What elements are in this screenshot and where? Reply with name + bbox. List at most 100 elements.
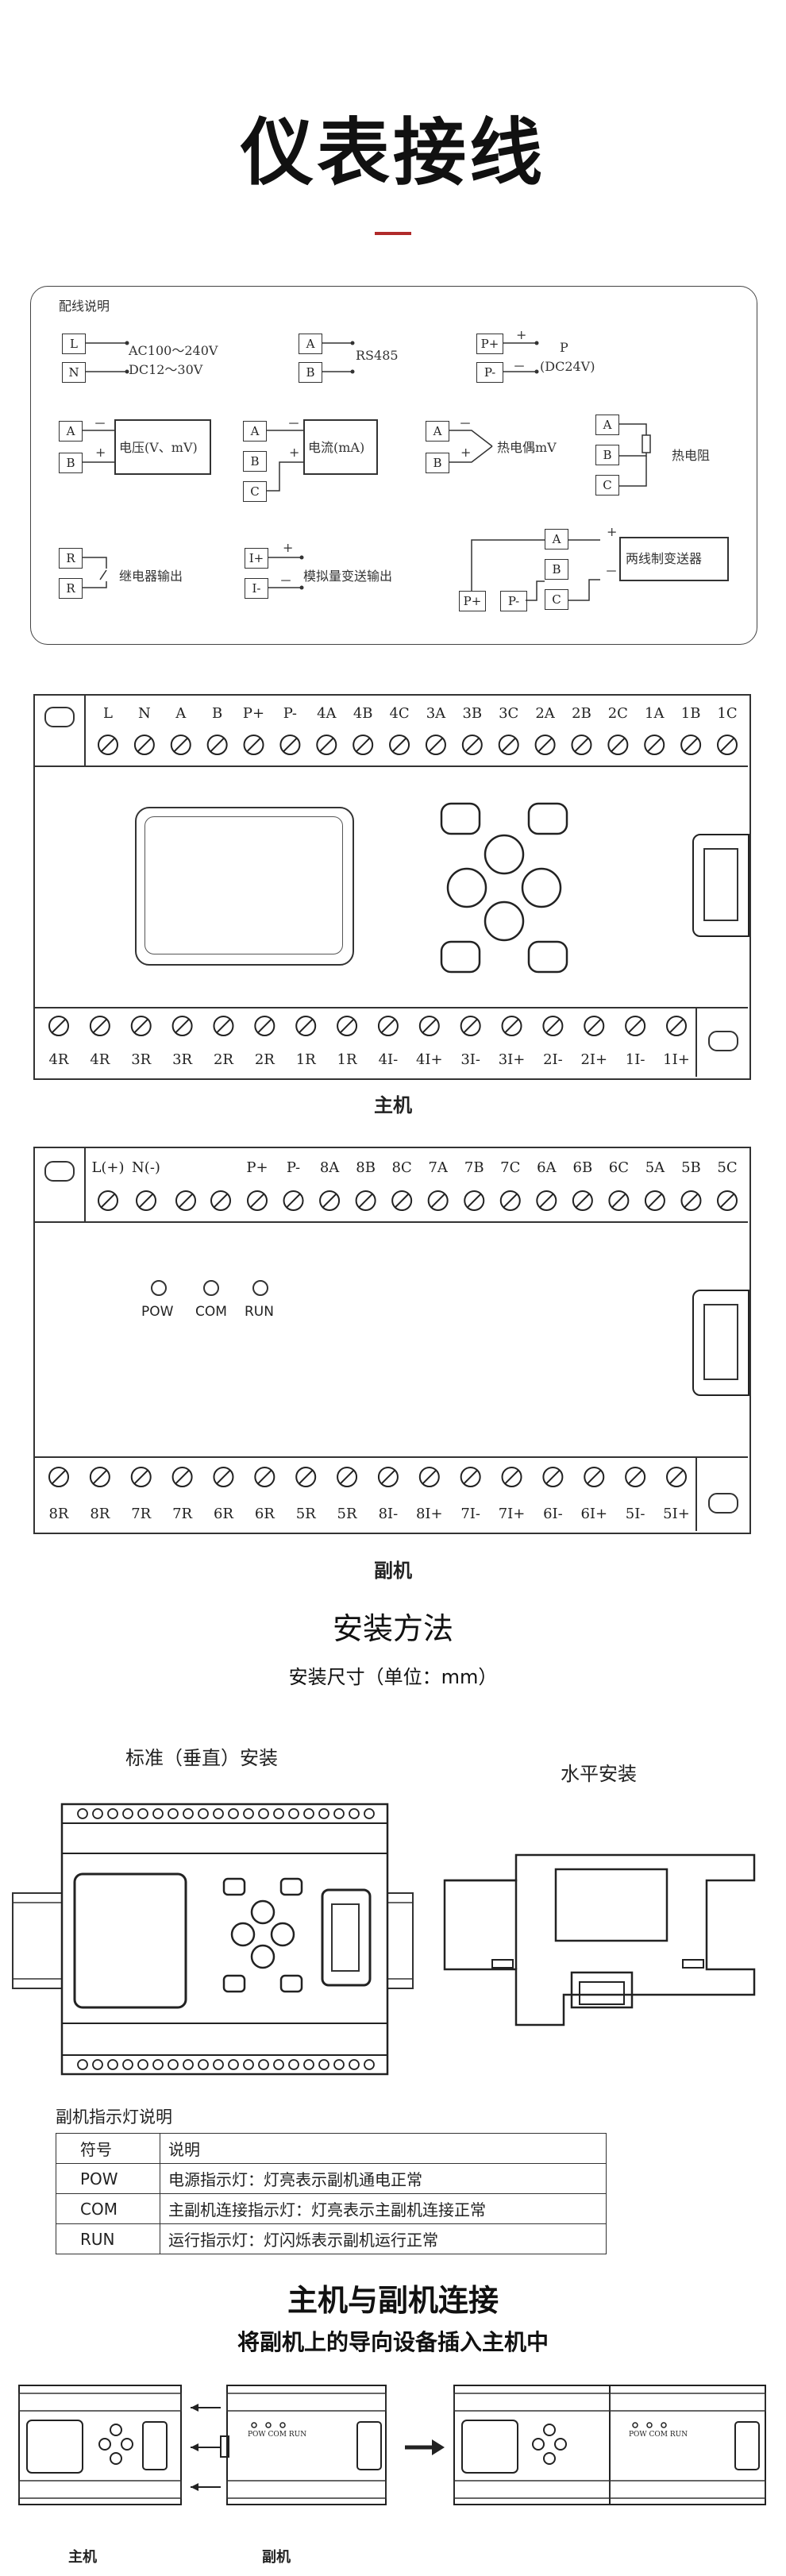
main-connector-slot: [703, 848, 738, 921]
rtd-terminal-a: A: [595, 415, 619, 435]
screw-terminal-icon: [644, 735, 665, 755]
terminal-label: 2C: [608, 705, 628, 722]
screw-terminal-icon: [316, 735, 337, 755]
terminal-label: 8I+: [416, 1506, 443, 1522]
terminal-label: L: [103, 705, 113, 722]
rtd-terminal-c: C: [595, 475, 619, 496]
screw-terminal-icon: [170, 735, 191, 755]
current-label: 电流(mA): [308, 440, 365, 455]
screw-terminal-icon: [130, 1016, 152, 1036]
sub-connector-slot: [703, 1304, 738, 1380]
screw-terminal-icon: [391, 1190, 413, 1211]
screw-terminal-icon: [608, 1190, 630, 1211]
terminal-label: 6R: [214, 1506, 233, 1522]
twowire-plus-sign: +: [607, 524, 618, 539]
power-ac-label: AC100～240V: [129, 343, 218, 358]
screw-terminal-icon: [98, 1190, 118, 1211]
table-cell-symbol: COM: [56, 2193, 160, 2224]
screw-terminal-icon: [625, 1467, 646, 1487]
twowire-terminal-a: A: [545, 529, 568, 550]
relay-label: 继电器输出: [119, 569, 183, 584]
table-row: COM 主副机连接指示灯：灯亮表示主副机连接正常: [56, 2193, 607, 2224]
screw-terminal-icon: [98, 735, 118, 755]
table-cell-symbol: POW: [56, 2163, 160, 2194]
terminal-label: P+: [246, 1159, 268, 1176]
terminal-label: 7I-: [460, 1506, 480, 1522]
screw-terminal-icon: [389, 735, 410, 755]
pout-label: P: [560, 340, 568, 355]
rs485-terminal-b: B: [299, 362, 322, 383]
screw-terminal-icon: [460, 1016, 481, 1036]
analog-wires: [268, 555, 304, 590]
sub-unit: [33, 1147, 751, 1534]
pout-minus-sign: －: [513, 359, 526, 374]
screw-terminal-icon: [171, 1016, 193, 1036]
screw-terminal-icon: [571, 735, 592, 755]
twowire-terminal-pplus: P+: [459, 591, 486, 611]
horizontal-install-drawing: [443, 1853, 756, 2026]
terminal-label: 7C: [500, 1159, 520, 1176]
screw-terminal-icon: [48, 1016, 69, 1036]
screw-terminal-icon: [283, 1190, 304, 1211]
table-cell-symbol: RUN: [56, 2223, 160, 2254]
screw-terminal-icon: [213, 1016, 234, 1036]
screw-terminal-icon: [130, 1467, 152, 1487]
main-unit: [33, 694, 751, 1080]
mount-hole-icon: [44, 1161, 75, 1182]
terminal-label: 2I+: [580, 1051, 607, 1068]
rtd-label: 热电阻: [672, 448, 711, 463]
screw-terminal-icon: [542, 1467, 564, 1487]
terminal-label: 6B: [573, 1159, 593, 1176]
terminal-label: 4I-: [379, 1051, 399, 1068]
power-terminal-l: L: [62, 334, 86, 354]
terminal-label: 3I+: [499, 1051, 526, 1068]
sub-caption: 副机: [374, 1559, 412, 1582]
sub-left-tab: [33, 1147, 86, 1221]
terminal-label: 5C: [717, 1159, 737, 1176]
current-terminal-b: B: [243, 451, 267, 472]
sub-top-rail: [33, 1147, 748, 1223]
svg-text:POW COM RUN: POW COM RUN: [629, 2431, 688, 2439]
terminal-label: 1C: [717, 705, 737, 722]
voltage-minus-sign: －: [94, 416, 107, 431]
sub-right-tab: [695, 1456, 749, 1531]
sub-connector-port: [692, 1290, 749, 1396]
terminal-label: 7R: [131, 1506, 151, 1522]
tc-plus-sign: +: [460, 445, 472, 460]
screw-terminal-icon: [542, 1016, 564, 1036]
screw-terminal-icon: [717, 735, 738, 755]
pout-plus-sign: +: [516, 327, 527, 342]
terminal-label: 7B: [464, 1159, 484, 1176]
terminal-label: 5I-: [626, 1506, 645, 1522]
vertical-install-drawing: [12, 1803, 414, 2076]
terminal-label: 4R: [90, 1051, 110, 1068]
analog-label: 模拟量变送输出: [303, 569, 393, 584]
connection-drawing: POW COM RUN POW COM RUN: [18, 2385, 766, 2505]
screw-terminal-icon: [279, 735, 301, 755]
screw-terminal-icon: [295, 1016, 317, 1036]
main-left-tab: [33, 694, 86, 765]
screw-terminal-icon: [499, 1190, 521, 1211]
terminal-label: 7A: [428, 1159, 448, 1176]
terminal-label: N(-): [132, 1159, 160, 1176]
screw-terminal-icon: [418, 1016, 440, 1036]
power-dc-label: DC12～30V: [129, 362, 203, 377]
terminal-label: 3R: [172, 1051, 192, 1068]
terminal-label: B: [212, 705, 222, 722]
screw-terminal-icon: [666, 1467, 687, 1487]
terminal-label: 8C: [392, 1159, 412, 1176]
screw-terminal-icon: [680, 1190, 702, 1211]
screw-terminal-icon: [644, 1190, 665, 1211]
terminal-label: 4C: [389, 705, 409, 722]
twowire-wires: [471, 539, 600, 601]
screw-terminal-icon: [425, 735, 446, 755]
table-header-row: 符号 说明: [56, 2133, 607, 2164]
screw-terminal-icon: [171, 1467, 193, 1487]
analog-minus-sign: －: [279, 573, 293, 588]
terminal-label: 1A: [645, 705, 665, 722]
terminal-label: A: [175, 705, 187, 722]
screw-terminal-icon: [536, 1190, 557, 1211]
led-pow-icon: [151, 1280, 167, 1296]
